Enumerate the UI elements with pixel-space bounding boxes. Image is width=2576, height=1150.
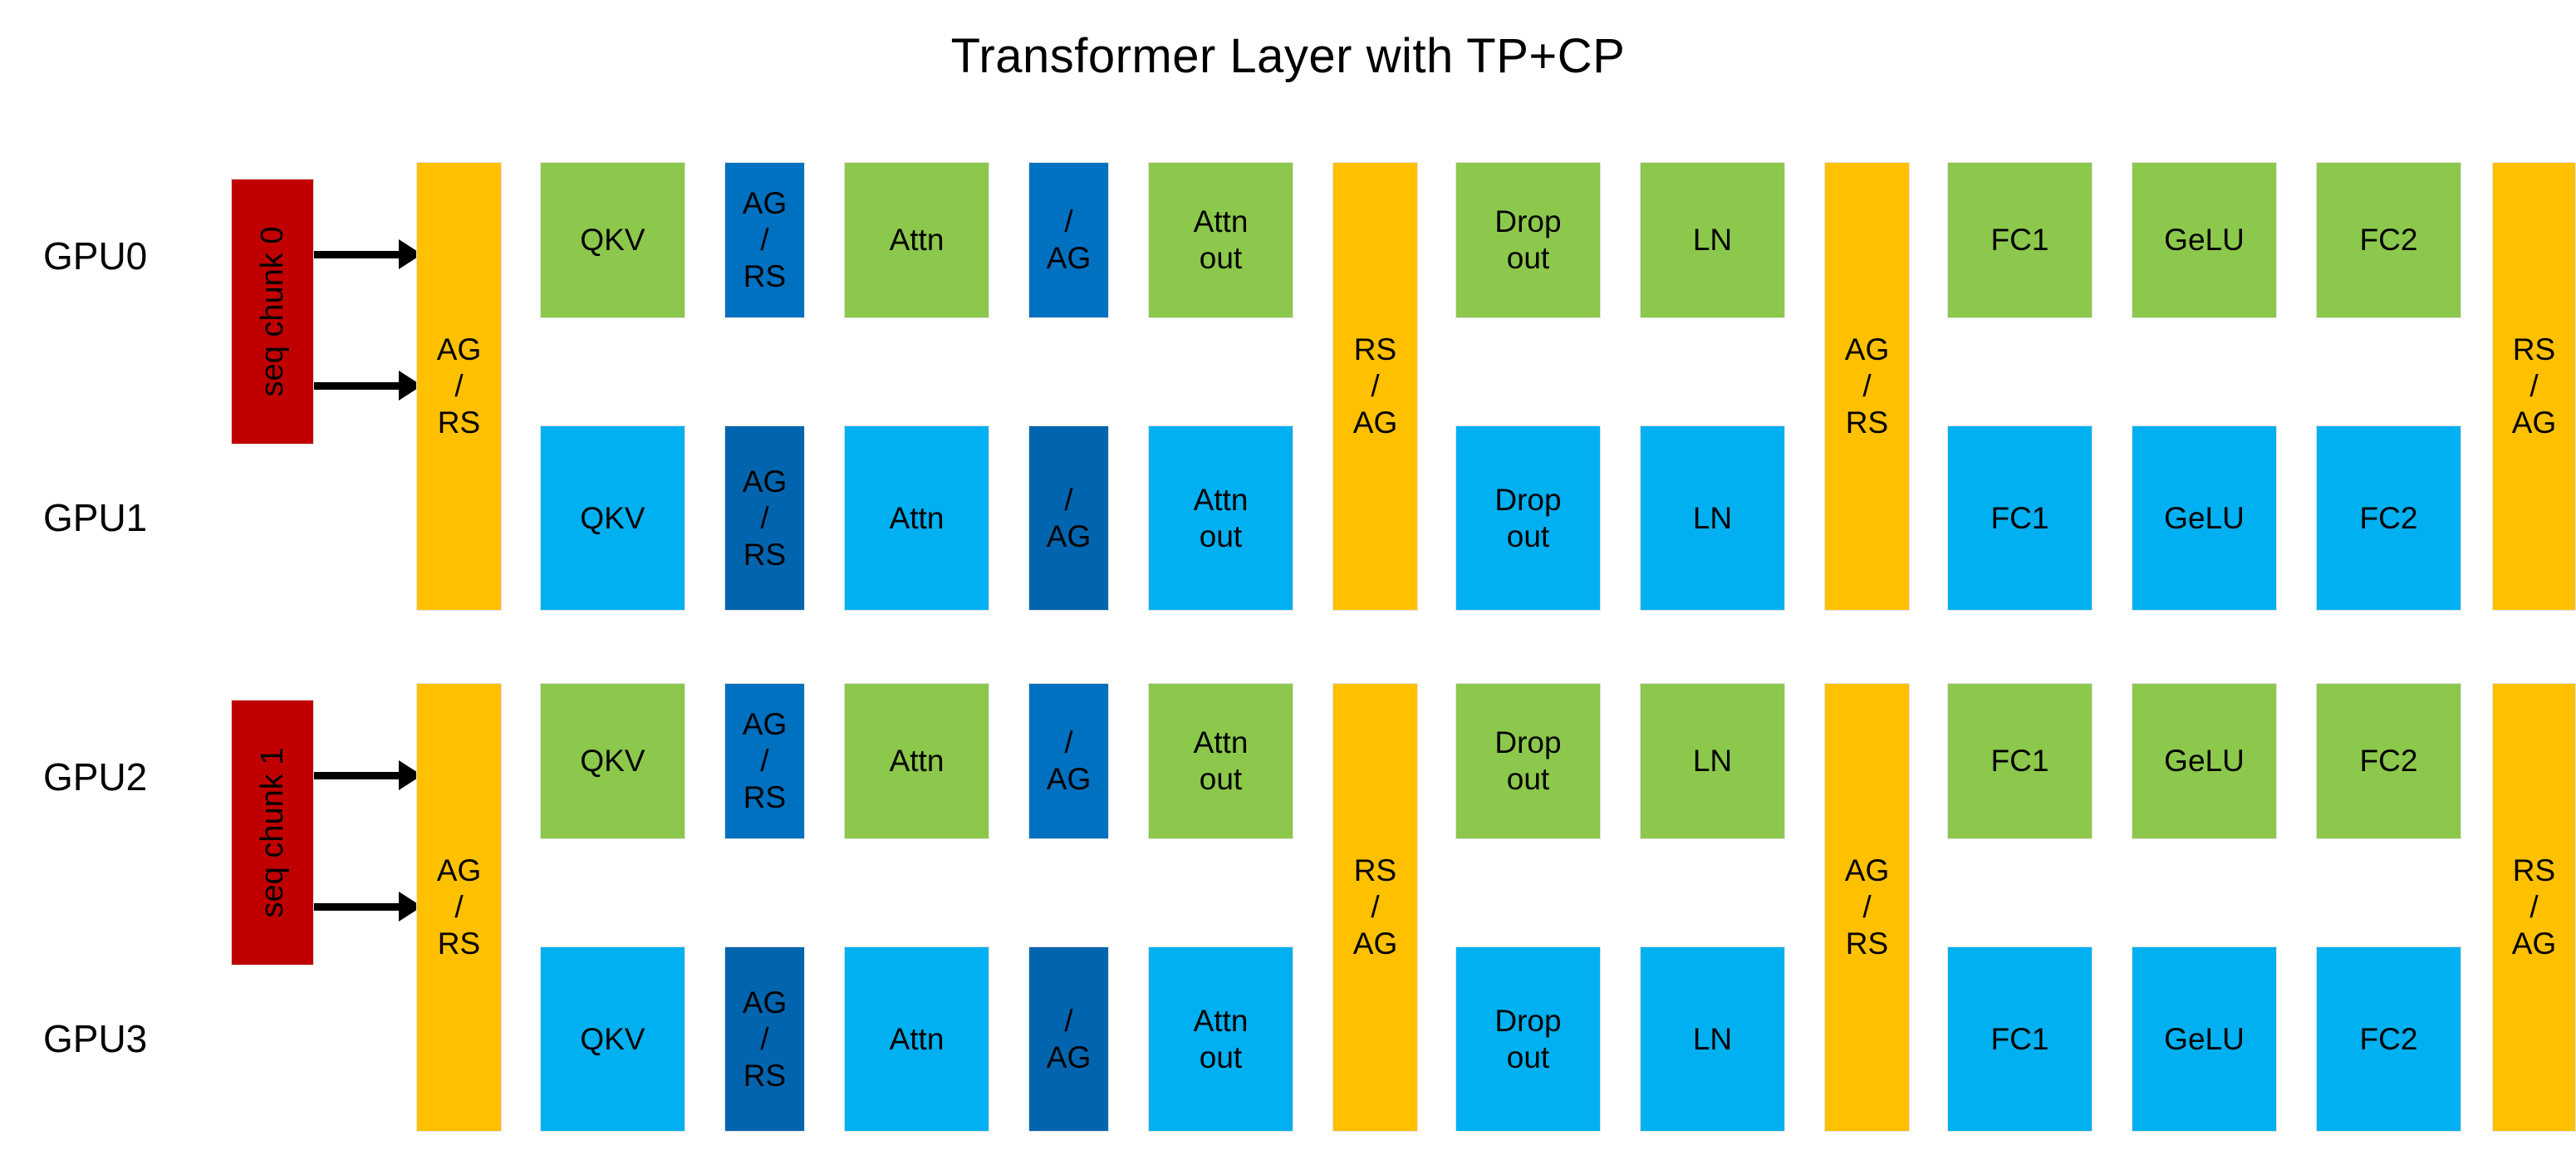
op-block-attn-bottom[interactable]: Attn [844,425,989,611]
op-block-dropout-top[interactable]: Drop out [1455,683,1601,839]
op-block-gelu-top[interactable]: GeLU [2132,162,2277,318]
seq-chunk-label: seq chunk 0 [255,226,290,397]
arrow-to-comm-gpu1 [314,371,422,401]
comm-block-rs-ag-1[interactable]: RS / AG [1332,683,1418,1132]
op-block-fc2-bottom[interactable]: FC2 [2316,425,2461,611]
op-block-gelu-top[interactable]: GeLU [2132,683,2277,839]
op-block-ag-rs-bottom[interactable]: AG / RS [724,946,805,1132]
op-block-dropout-top[interactable]: Drop out [1455,162,1601,318]
op-block-ag-rs-top[interactable]: AG / RS [724,683,805,839]
comm-block-rs-ag-1[interactable]: RS / AG [1332,162,1418,611]
gpu-group-1: GPU2 GPU3 seq chunk 1 AG / RS QKV AG / R… [0,683,2576,1132]
op-block-fc1-bottom[interactable]: FC1 [1947,425,2093,611]
op-block-fc1-bottom[interactable]: FC1 [1947,946,2093,1132]
op-block-attn-out-top[interactable]: Attn out [1148,683,1293,839]
op-block-attn-out-bottom[interactable]: Attn out [1148,946,1293,1132]
op-block-slash-ag-bottom[interactable]: / AG [1028,425,1109,611]
gpu-row-label-gpu2: GPU2 [43,755,148,799]
op-block-qkv-top[interactable]: QKV [540,683,685,839]
op-block-ln-bottom[interactable]: LN [1640,425,1785,611]
gpu-row-label-gpu0: GPU0 [43,234,148,278]
comm-block-ag-rs-2[interactable]: AG / RS [1824,162,1910,611]
op-block-fc1-top[interactable]: FC1 [1947,683,2093,839]
op-block-attn-top[interactable]: Attn [844,683,989,839]
op-block-ag-rs-bottom[interactable]: AG / RS [724,425,805,611]
page-title: Transformer Layer with TP+CP [950,29,1626,83]
arrow-to-comm-gpu0 [314,239,422,269]
op-block-qkv-bottom[interactable]: QKV [540,946,685,1132]
op-block-slash-ag-top[interactable]: / AG [1028,683,1109,839]
op-block-ag-rs-top[interactable]: AG / RS [724,162,805,318]
op-block-slash-ag-top[interactable]: / AG [1028,162,1109,318]
op-block-ln-bottom[interactable]: LN [1640,946,1785,1132]
op-block-fc1-top[interactable]: FC1 [1947,162,2093,318]
op-block-qkv-bottom[interactable]: QKV [540,425,685,611]
op-block-qkv-top[interactable]: QKV [540,162,685,318]
comm-block-rs-ag-2[interactable]: RS / AG [2492,162,2576,611]
seq-chunk-label: seq chunk 1 [255,747,290,918]
comm-block-ag-rs-1[interactable]: AG / RS [416,683,502,1132]
op-block-dropout-bottom[interactable]: Drop out [1455,946,1601,1132]
gpu-row-label-gpu3: GPU3 [43,1017,148,1060]
op-block-ln-top[interactable]: LN [1640,683,1785,839]
comm-block-ag-rs-2[interactable]: AG / RS [1824,683,1910,1132]
op-block-attn-top[interactable]: Attn [844,162,989,318]
op-block-attn-out-top[interactable]: Attn out [1148,162,1293,318]
op-block-attn-out-bottom[interactable]: Attn out [1148,425,1293,611]
arrow-to-comm-gpu3 [314,892,422,921]
op-block-gelu-bottom[interactable]: GeLU [2132,946,2277,1132]
comm-block-ag-rs-1[interactable]: AG / RS [416,162,502,611]
op-block-ln-top[interactable]: LN [1640,162,1785,318]
arrow-to-comm-gpu2 [314,760,422,790]
op-block-slash-ag-bottom[interactable]: / AG [1028,946,1109,1132]
gpu-row-label-gpu1: GPU1 [43,496,148,539]
seq-chunk-block[interactable]: seq chunk 0 [231,179,314,445]
op-block-fc2-bottom[interactable]: FC2 [2316,946,2461,1132]
op-block-gelu-bottom[interactable]: GeLU [2132,425,2277,611]
gpu-group-0: GPU0 GPU1 seq chunk 0 AG / RS QKV AG / R… [0,162,2576,611]
op-block-attn-bottom[interactable]: Attn [844,946,989,1132]
comm-block-rs-ag-2[interactable]: RS / AG [2492,683,2576,1132]
op-block-dropout-bottom[interactable]: Drop out [1455,425,1601,611]
seq-chunk-block[interactable]: seq chunk 1 [231,700,314,966]
op-block-fc2-top[interactable]: FC2 [2316,162,2461,318]
op-block-fc2-top[interactable]: FC2 [2316,683,2461,839]
